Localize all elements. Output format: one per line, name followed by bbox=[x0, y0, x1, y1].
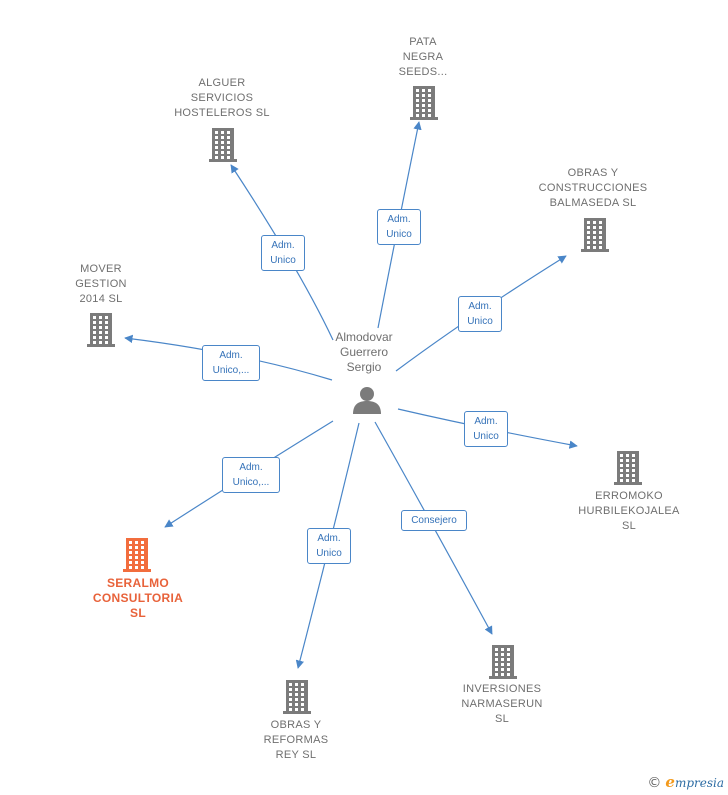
copyright-symbol: © bbox=[647, 775, 662, 791]
person-icon[interactable] bbox=[352, 385, 382, 415]
company-label-seralmo[interactable]: SERALMO CONSULTORIA SL bbox=[92, 576, 184, 620]
building-icon-obras-construcciones[interactable] bbox=[581, 218, 609, 252]
company-label-obras-reformas[interactable]: OBRAS Y REFORMAS REY SL bbox=[263, 719, 329, 761]
company-label-inversiones[interactable]: INVERSIONES NARMASERUN SL bbox=[461, 683, 543, 725]
brand-logo-text: mpresia bbox=[674, 776, 724, 790]
building-icon-mover[interactable] bbox=[87, 313, 115, 347]
brand-watermark: ©empresia bbox=[647, 773, 724, 791]
relation-label-seralmo[interactable]: Adm. Unico,... bbox=[222, 457, 280, 493]
relation-label-alguer[interactable]: Adm. Unico bbox=[261, 235, 305, 271]
company-label-mover[interactable]: MOVER GESTION 2014 SL bbox=[75, 263, 127, 305]
building-icon-obras-reformas[interactable] bbox=[283, 680, 311, 714]
relation-label-obras-construcciones[interactable]: Adm. Unico bbox=[458, 296, 502, 332]
building-icon-pata[interactable] bbox=[410, 86, 438, 120]
company-label-alguer[interactable]: ALGUER SERVICIOS HOSTELEROS SL bbox=[174, 77, 270, 119]
relation-label-erromoko[interactable]: Adm. Unico bbox=[464, 411, 508, 447]
company-label-obras-construcciones[interactable]: OBRAS Y CONSTRUCCIONES BALMASEDA SL bbox=[538, 167, 648, 209]
person-name[interactable]: Almodovar Guerrero Sergio bbox=[335, 330, 393, 374]
brand-logo-initial: e bbox=[665, 773, 675, 791]
building-icon-erromoko[interactable] bbox=[614, 451, 642, 485]
building-icon-seralmo[interactable] bbox=[123, 538, 151, 572]
building-icon-alguer[interactable] bbox=[209, 128, 237, 162]
company-label-erromoko[interactable]: ERROMOKO HURBILEKOJALEA SL bbox=[578, 490, 680, 532]
relation-label-inversiones[interactable]: Consejero bbox=[401, 510, 467, 531]
building-icon-inversiones[interactable] bbox=[489, 645, 517, 679]
relation-label-obras-reformas[interactable]: Adm. Unico bbox=[307, 528, 351, 564]
relation-label-mover[interactable]: Adm. Unico,... bbox=[202, 345, 260, 381]
relation-label-pata[interactable]: Adm. Unico bbox=[377, 209, 421, 245]
company-label-pata[interactable]: PATA NEGRA SEEDS... bbox=[398, 36, 448, 78]
